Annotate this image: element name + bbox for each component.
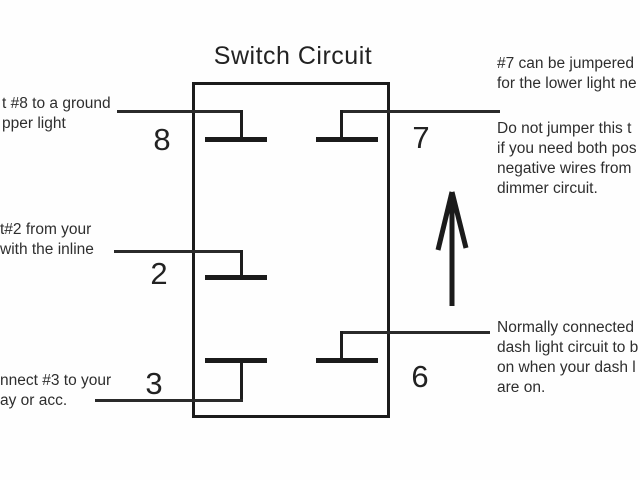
note-pin3: nnect #3 to your ay or acc. [0,371,111,411]
pin-3-terminal [205,358,267,363]
pin-3-lead-line [95,399,243,402]
pin-7-lead-line [340,110,500,113]
note-line: Normally connected [497,319,634,336]
pin-6-lead-line [340,331,490,334]
note-pin6: Normally connected dash light circuit to… [497,318,638,398]
pin-7-terminal [316,137,378,142]
pin-3-label: 3 [145,366,163,401]
pin-2-lead-line [114,250,243,253]
up-arrow-icon [435,191,469,306]
pin-2-connector [240,250,243,277]
note-line: ay or acc. [0,392,68,409]
pin-3-connector [240,361,243,402]
pin-6-label: 6 [411,359,429,394]
note-line: on when your dash l [497,359,636,376]
pin-6-terminal [316,358,378,363]
pin-8-connector [240,110,243,138]
note-line: are on. [497,379,546,396]
note-pin2: t#2 from your with the inline [0,220,94,260]
note-line: Do not jumper this t [497,120,632,137]
note-line: t #8 to a ground [2,95,111,112]
pin-7-connector [340,110,343,138]
pin-2-label: 2 [150,256,168,291]
pin-8-label: 8 [153,122,171,157]
pin-7-label: 7 [412,120,430,155]
note-line: #7 can be jumpered [497,55,635,72]
note-line: with the inline [0,241,94,258]
note-pin7-jumper: #7 can be jumpered for the lower light n… [497,54,637,94]
pin-6-connector [340,331,343,361]
note-line: t#2 from your [0,221,92,238]
note-pin7-warning: Do not jumper this t if you need both po… [497,119,637,199]
pin-2-terminal [205,275,267,280]
note-pin8: t #8 to a ground pper light [2,94,111,134]
note-line: negative wires from [497,160,632,177]
note-line: for the lower light ne [497,75,637,92]
pin-8-terminal [205,137,267,142]
note-line: if you need both pos [497,140,637,157]
note-line: dash light circuit to b [497,339,639,356]
note-line: nnect #3 to your [0,372,112,389]
note-line: pper light [2,115,66,132]
diagram-title: Switch Circuit [213,42,373,70]
pin-8-lead-line [117,110,243,113]
note-line: dimmer circuit. [497,180,598,197]
